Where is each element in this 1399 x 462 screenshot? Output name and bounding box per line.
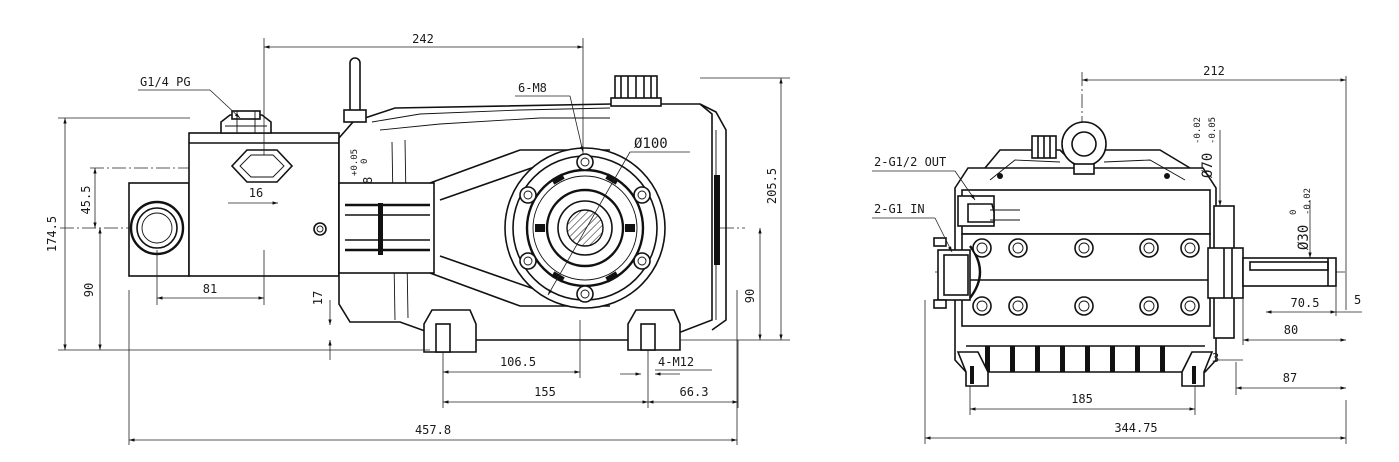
callout-4-m12: 4-M12 (658, 355, 694, 369)
brace-rib (439, 164, 541, 201)
shaft-keyway (1249, 261, 1329, 271)
hex-plug (230, 149, 294, 183)
dim-185: 185 (1071, 392, 1093, 406)
inlet-lug (933, 237, 947, 247)
bearing-cap (1207, 247, 1244, 299)
dim-5: 5 (1354, 293, 1361, 307)
dim-174-5: 174.5 (45, 216, 59, 252)
leader-d100 (547, 151, 631, 296)
dim-66-3: 66.3 (680, 385, 709, 399)
side-view: 242 457.8 174.5 45.5 90 81 16 17 8 +0.05… (45, 32, 790, 445)
dim-3: 3 (1212, 351, 1219, 365)
front-view: 212 Ø70 -0.02 -0.05 Ø30 0 -0.02 70.5 5 8… (872, 64, 1362, 444)
gauge-port-cap (231, 110, 261, 120)
foot-hole-right (640, 323, 656, 351)
dim-212: 212 (1203, 64, 1225, 78)
eye-bolt-hole (1071, 131, 1097, 157)
cover-rib (714, 175, 720, 265)
bearing-bore (545, 188, 625, 268)
breather-ribs-front (1037, 136, 1051, 158)
dim-17: 17 (311, 291, 325, 305)
bolt-head-inner (316, 225, 324, 233)
dim-d70-upper: -0.02 (1193, 117, 1203, 144)
breather-base (610, 97, 662, 107)
plunger-housing (338, 182, 435, 274)
dim-d30-upper: 0 (1289, 210, 1299, 215)
callout-2-g1-in: 2-G1 IN (874, 202, 925, 216)
dim-106-5: 106.5 (500, 355, 536, 369)
dim-80: 80 (1284, 323, 1298, 337)
top-cover-ribs (989, 159, 1186, 181)
foot-hole-left (435, 323, 451, 353)
dim-205-5: 205.5 (765, 168, 779, 204)
dim-16: 16 (249, 186, 263, 200)
dim-242: 242 (412, 32, 434, 46)
dim-87: 87 (1283, 371, 1297, 385)
callout-d100: Ø100 (634, 136, 668, 152)
dim-tol-8: 8 (361, 177, 375, 184)
dim-45-5: 45.5 (79, 186, 93, 215)
dim-90-right: 90 (743, 289, 757, 303)
inlet-block (128, 182, 190, 277)
dim-d70: Ø70 (1200, 153, 1216, 178)
dim-d70-lower: -0.05 (1208, 117, 1218, 144)
dim-457-8: 457.8 (415, 423, 451, 437)
front-manifold (961, 189, 1211, 235)
top-rib (371, 107, 611, 123)
flange-inner-ring (532, 175, 638, 281)
lifting-stud (349, 57, 361, 119)
dim-81: 81 (203, 282, 217, 296)
callout-g14-pg: G1/4 PG (140, 75, 191, 89)
crankcase-right-cover (699, 103, 727, 331)
leader-6-m8 (569, 95, 584, 153)
flange-bolts (519, 153, 651, 303)
bottom-fins (985, 346, 1165, 372)
rod-seal (378, 203, 383, 255)
dim-tol-8-lower: 0 (360, 159, 370, 164)
shaft-section (566, 209, 604, 247)
outlet-port-inner (967, 203, 995, 223)
dim-155: 155 (534, 385, 556, 399)
brace-rib (439, 255, 541, 292)
dim-70-5: 70.5 (1291, 296, 1320, 310)
dim-tol-8-upper: +0.05 (350, 149, 360, 176)
bolt-head (313, 222, 327, 236)
inlet-fitting-section (943, 254, 969, 296)
front-foot-right (1181, 351, 1214, 387)
hex-plug-inner (239, 154, 285, 178)
eye-bolt (1061, 121, 1107, 167)
inlet-port-inner (136, 207, 178, 249)
dim-d30-lower: -0.02 (1303, 188, 1313, 215)
flange-slots (535, 173, 635, 283)
inlet-port-thread (141, 212, 173, 244)
leader-g14 (209, 89, 241, 119)
callout-2-g12-out: 2-G1/2 OUT (874, 155, 946, 169)
lifting-stud-base (343, 109, 367, 123)
breather-ribs (620, 76, 652, 100)
leader-inlet (934, 217, 953, 253)
leader-outlet (954, 170, 976, 201)
dim-90-left: 90 (82, 283, 96, 297)
face-bolts (972, 238, 1200, 316)
inlet-lug (933, 299, 947, 309)
eye-bolt-neck (1073, 163, 1095, 175)
dim-d30: Ø30 (1296, 225, 1312, 250)
callout-6-m8: 6-M8 (518, 81, 547, 95)
dim-344-75: 344.75 (1114, 421, 1157, 435)
